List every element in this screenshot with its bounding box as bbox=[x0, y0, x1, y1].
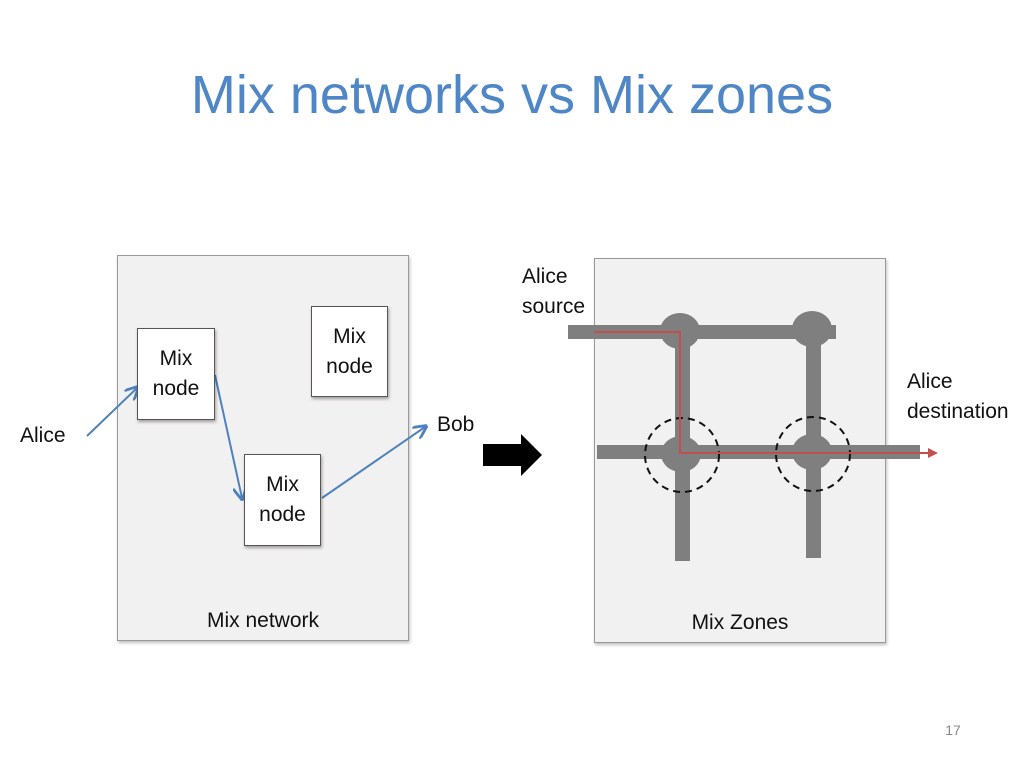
mix-zones-panel-label: Mix Zones bbox=[691, 611, 789, 634]
mix-node-label-line1: Mix bbox=[333, 324, 366, 348]
mix-node-label-line2: node bbox=[152, 377, 200, 400]
arrow-node-to-node bbox=[214, 374, 242, 498]
mix-node-label-line1: Mix bbox=[266, 473, 299, 496]
mix-node-label-line1: Mix bbox=[159, 347, 193, 370]
road-horizontal-top bbox=[568, 325, 836, 339]
mix-node: Mix node bbox=[244, 454, 321, 546]
road-grid bbox=[568, 311, 920, 561]
arrow-node-to-bob bbox=[321, 427, 425, 499]
bob-receiver-label: Bob bbox=[437, 413, 475, 436]
slide-title: Mix networks vs Mix zones bbox=[190, 65, 834, 125]
alice-sender-label: Alice bbox=[20, 424, 66, 447]
transition-arrow bbox=[483, 434, 542, 476]
page-number: 17 bbox=[945, 722, 961, 738]
alice-route bbox=[594, 331, 938, 458]
mix-node-label-line2: node bbox=[259, 503, 306, 526]
mix-node: Mix node bbox=[311, 306, 388, 397]
mix-node-label-line2: node bbox=[326, 354, 373, 378]
alice-destination-label-line2: destination bbox=[907, 400, 1009, 423]
alice-source-label-line1: Alice bbox=[522, 265, 568, 288]
mix-node: Mix node bbox=[137, 328, 215, 420]
alice-source-label-line2: source bbox=[522, 295, 586, 318]
alice-destination-label-line1: Alice bbox=[907, 370, 953, 393]
arrow-alice-to-node bbox=[86, 388, 137, 437]
mix-network-panel-label: Mix network bbox=[206, 609, 320, 632]
road-junction-top-right bbox=[792, 311, 832, 347]
mix-zone-circle-left bbox=[644, 417, 720, 493]
